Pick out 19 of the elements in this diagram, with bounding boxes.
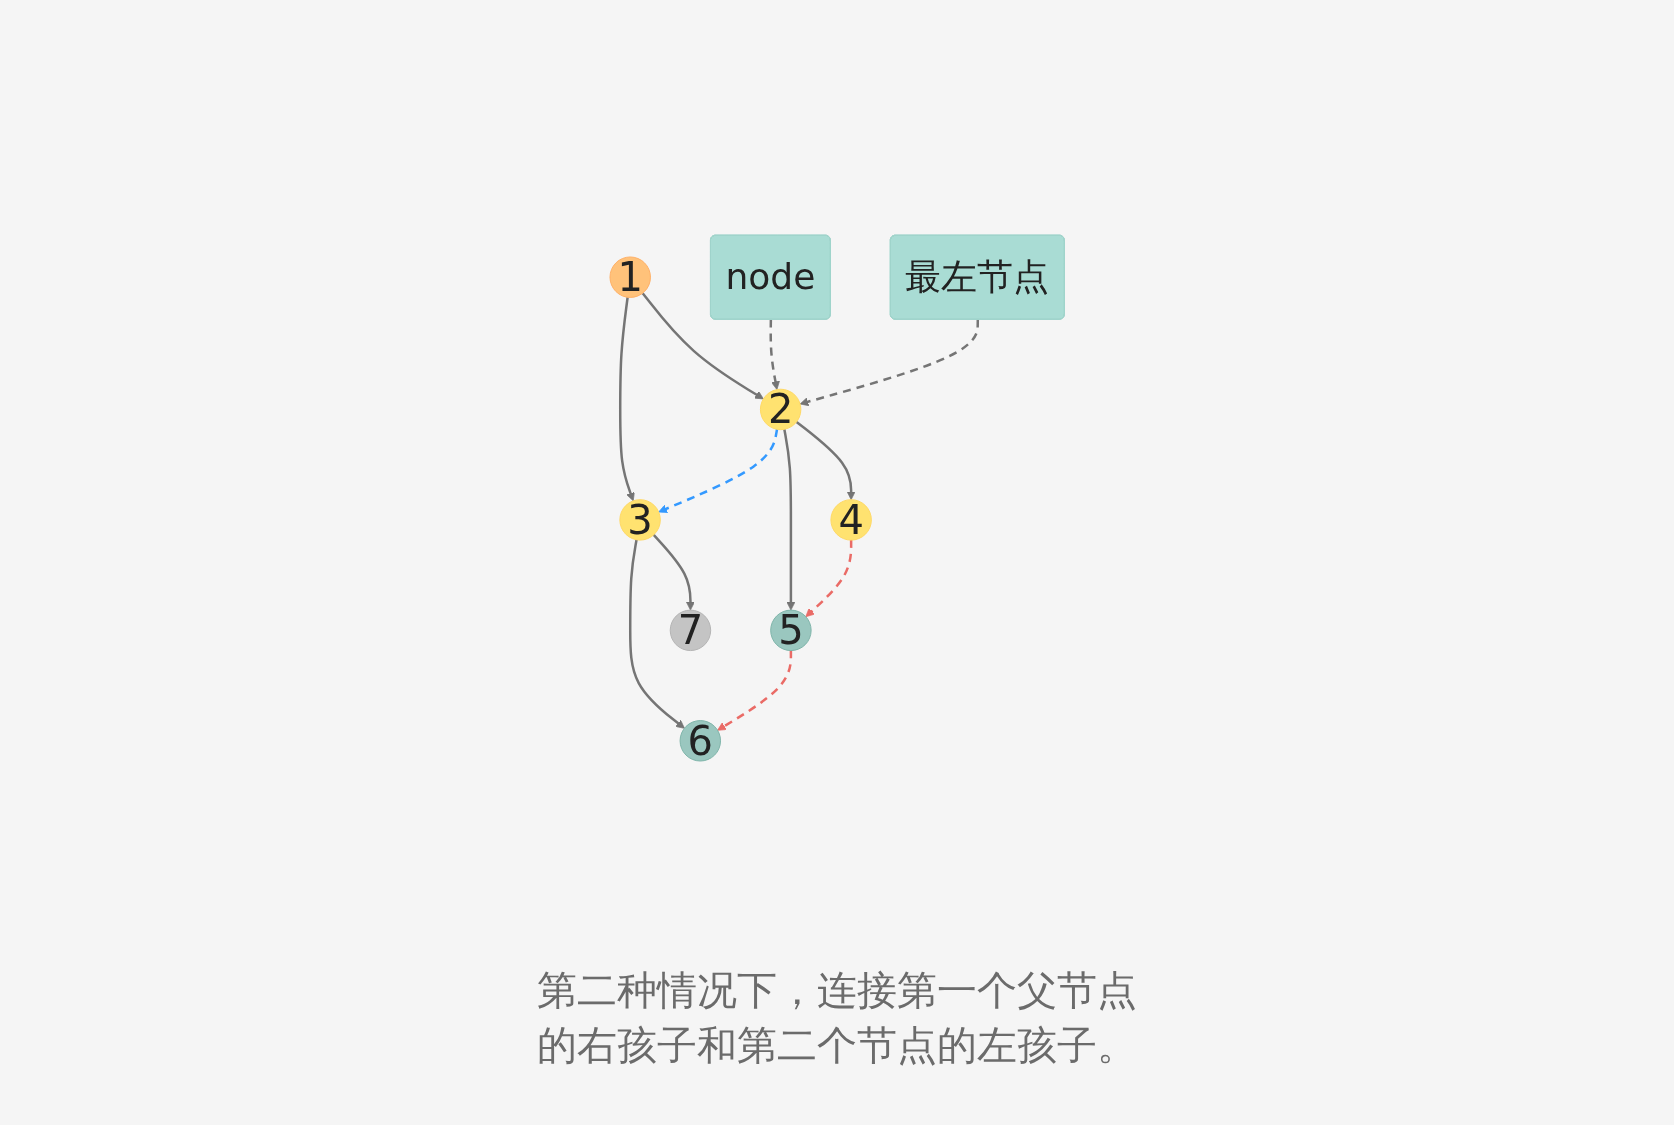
node-circle: 5 [770,609,812,651]
arrow [717,650,792,731]
caption: 第二种情况下，连接第一个父节点的右孩子和第二个节点的左孩子。 [536,965,1138,1070]
node-circle: 6 [679,719,721,761]
arrow [782,428,796,610]
node-circle: 4 [830,498,872,541]
arrow [799,319,979,406]
arrow [652,533,695,610]
arrow [769,319,780,390]
arrow [641,291,764,399]
node-circle: 1 [609,256,651,298]
arrow [795,420,856,500]
arrow [805,539,853,617]
arrow [618,296,635,501]
node-circle: 2 [759,388,802,430]
node-circle: 3 [619,498,661,541]
arrow [628,539,685,729]
arrow [658,428,779,513]
node-circle: 7 [669,609,711,651]
